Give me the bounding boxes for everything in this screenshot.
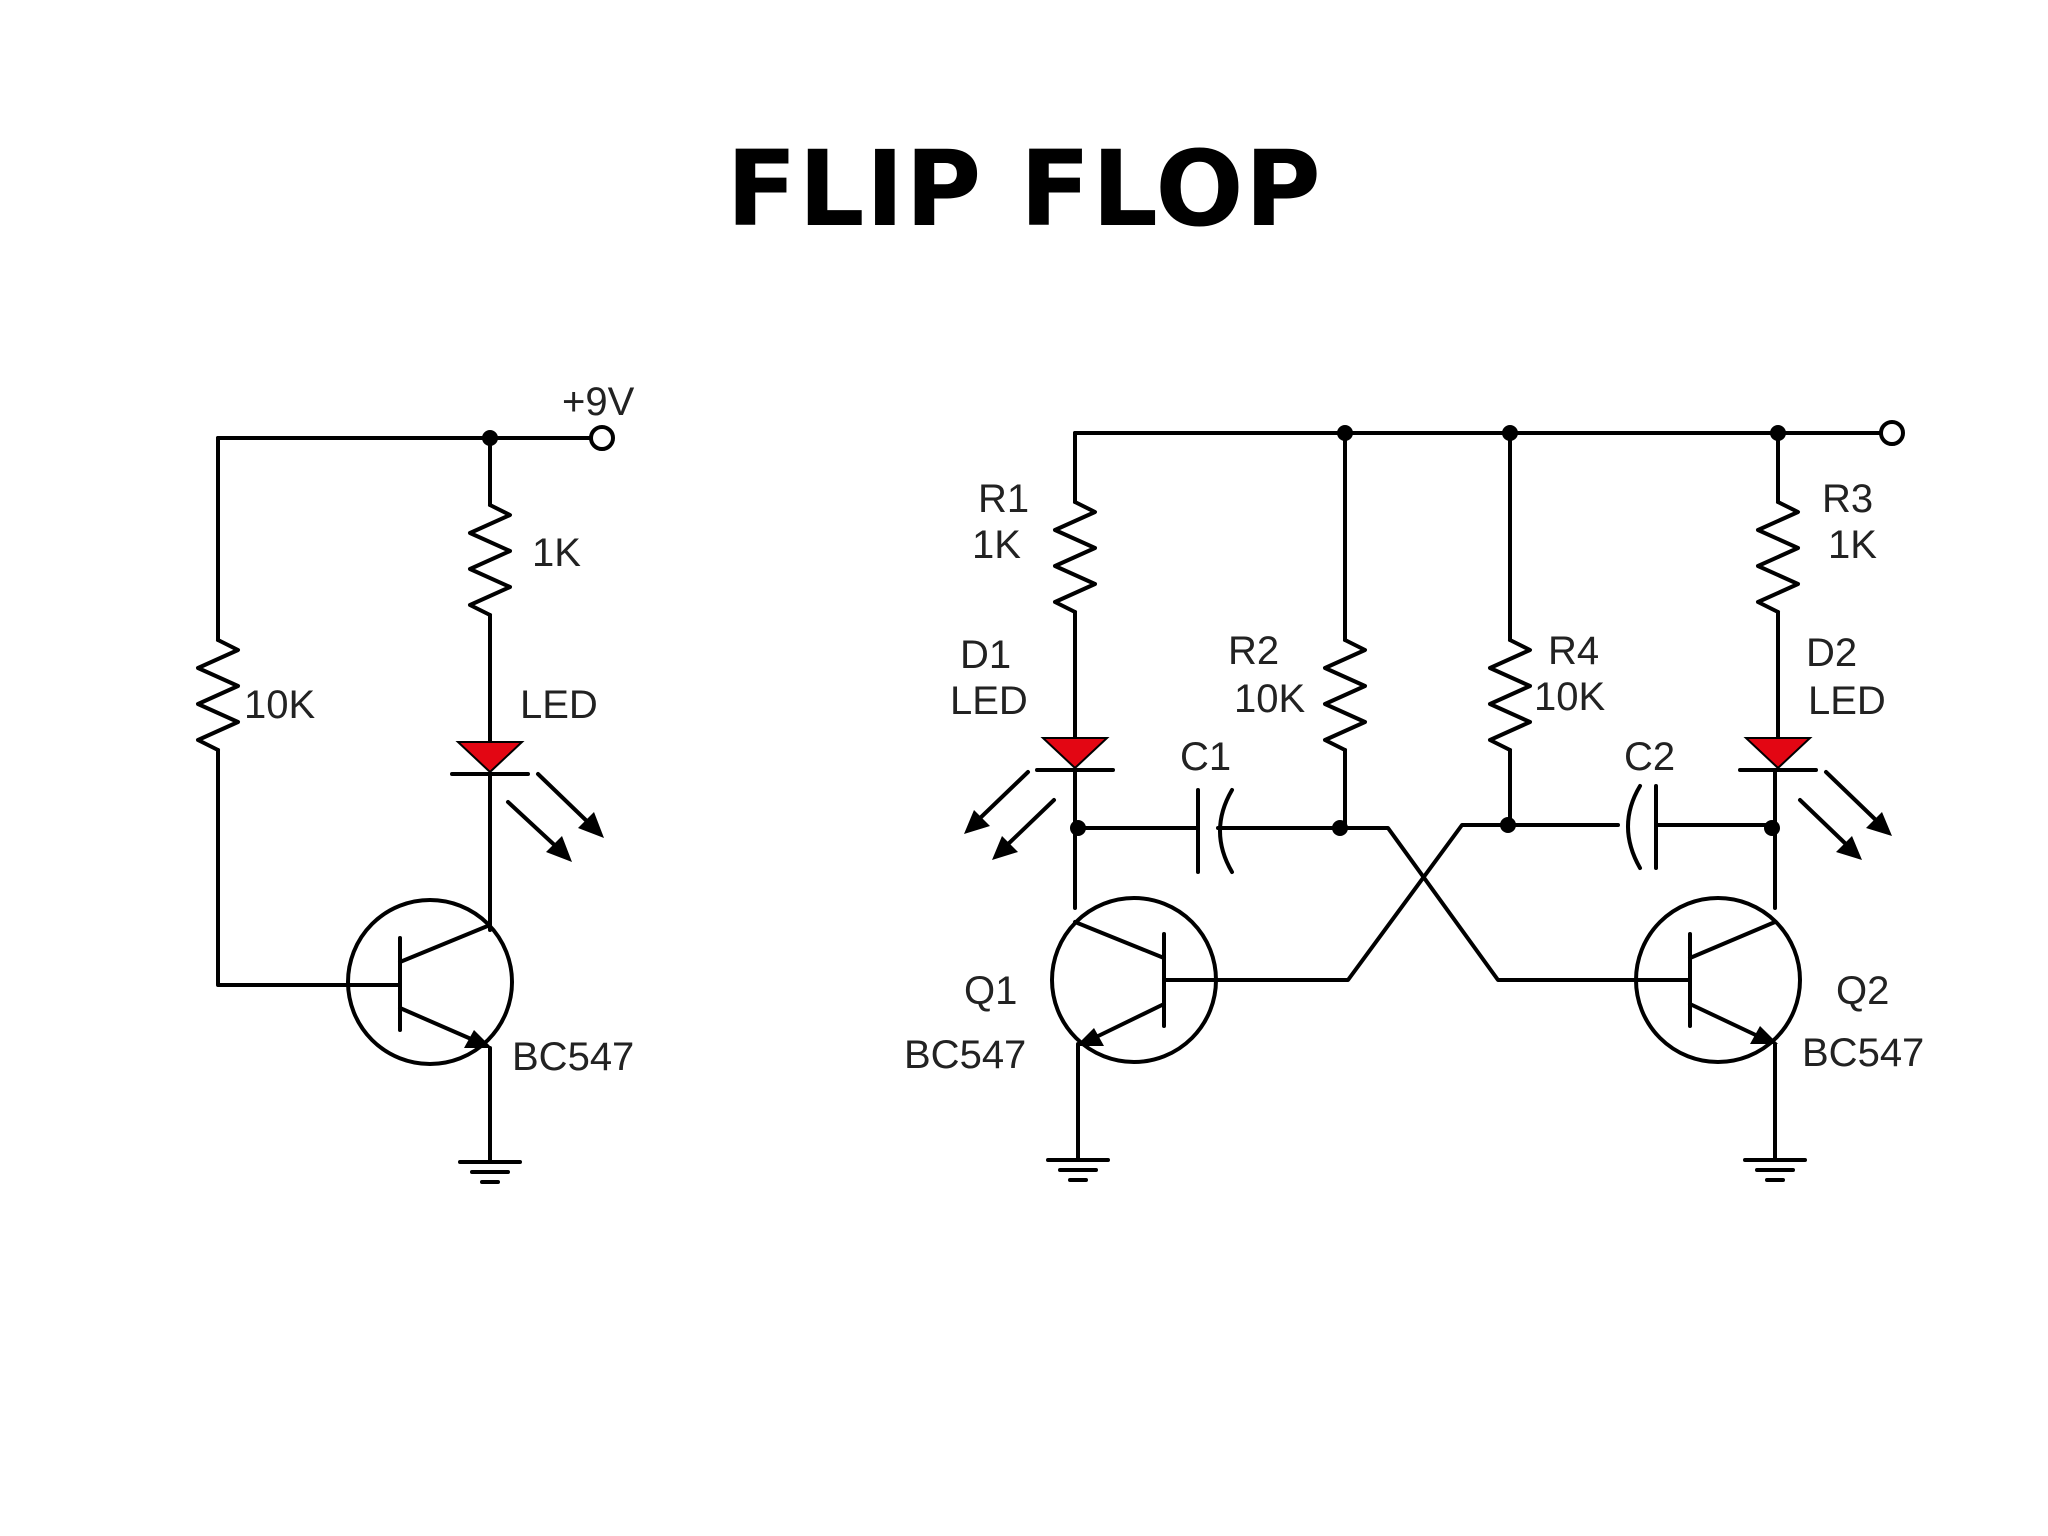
resistor-r3	[1756, 500, 1800, 614]
q2-value: BC547	[1802, 1031, 1924, 1075]
r4-ref: R4	[1548, 629, 1599, 673]
d2-ref: D2	[1806, 631, 1857, 675]
resistor-1k	[468, 503, 512, 617]
d2-led-symbol	[1743, 737, 1813, 770]
slide-title: FLIP FLOP	[726, 128, 1322, 250]
light-emission-arrows	[506, 772, 604, 862]
junction-dot	[1764, 820, 1780, 836]
c2-plate-curved	[1626, 784, 1642, 870]
q1-value: BC547	[904, 1033, 1026, 1077]
r4-value: 10K	[1534, 675, 1605, 719]
led-symbol	[455, 741, 525, 774]
d2-value: LED	[1808, 679, 1886, 723]
cross-wire-to-q1-base	[1214, 823, 1510, 982]
c2-ref: C2	[1624, 735, 1675, 779]
resistor-1k-label: 1K	[532, 531, 581, 575]
ground-symbol	[1743, 1158, 1807, 1182]
resistor-r1	[1053, 500, 1097, 614]
d1-ref: D1	[960, 633, 1011, 677]
ground-symbol	[1046, 1158, 1110, 1182]
q1-ref: Q1	[964, 969, 1017, 1013]
transistor-bc547	[346, 898, 514, 1066]
r1-value: 1K	[972, 523, 1021, 567]
r1-ref: R1	[978, 477, 1029, 521]
r2-value: 10K	[1234, 677, 1305, 721]
q2-transistor	[1508, 896, 1802, 1064]
simple-circuit: +9V 10K 1K LED BC547	[196, 380, 635, 1184]
resistor-r4	[1488, 638, 1532, 752]
supply-terminal	[1879, 420, 1905, 446]
resistor-10k	[196, 638, 240, 752]
supply-label: +9V	[562, 380, 635, 424]
flip-flop-circuit: R1 1K D1 LED C1 R2 10K R4 10K	[904, 420, 1924, 1182]
r2-ref: R2	[1228, 629, 1279, 673]
q1-transistor	[1050, 896, 1218, 1064]
d1-value: LED	[950, 679, 1028, 723]
q2-ref: Q2	[1836, 969, 1889, 1013]
d2-light-arrows	[1798, 770, 1892, 860]
ground-symbol	[458, 1160, 522, 1184]
d1-light-arrows	[964, 770, 1056, 860]
c1-plate-curved	[1218, 788, 1234, 874]
led-label: LED	[520, 683, 598, 727]
cross-wire-to-q2-base	[1338, 826, 1512, 982]
r3-ref: R3	[1822, 477, 1873, 521]
wire-to-base	[216, 748, 352, 987]
supply-terminal	[589, 425, 615, 451]
d1-led-symbol	[1040, 737, 1110, 770]
r3-value: 1K	[1828, 523, 1877, 567]
resistor-10k-label: 10K	[244, 683, 315, 727]
c1-ref: C1	[1180, 735, 1231, 779]
resistor-r2	[1323, 638, 1367, 752]
transistor-label: BC547	[512, 1035, 634, 1079]
